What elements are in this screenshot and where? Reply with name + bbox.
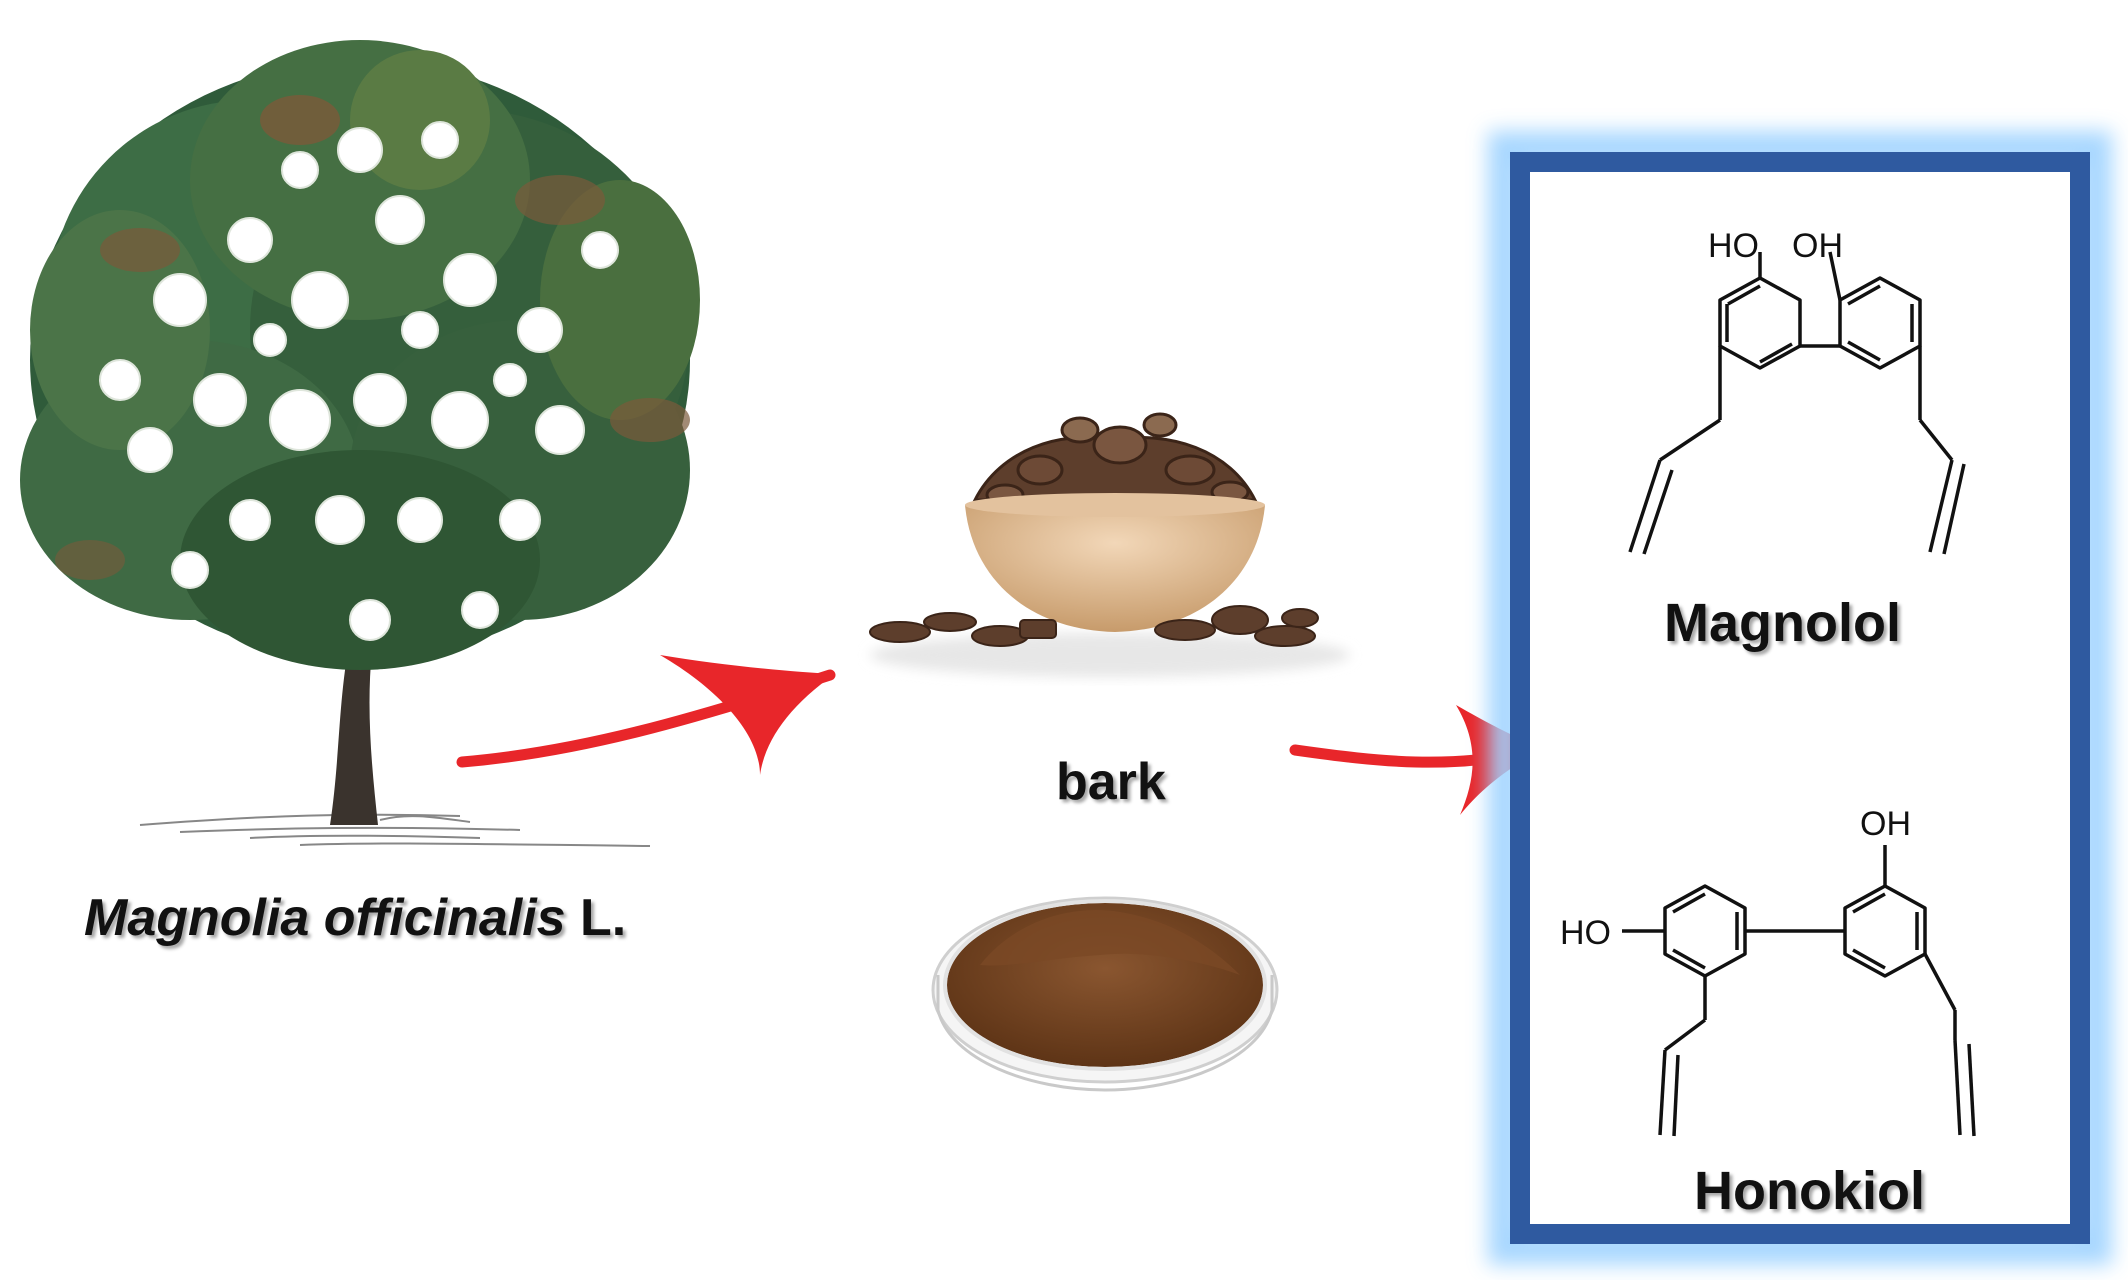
plant-authority: L. bbox=[565, 889, 627, 947]
magnolia-tree-illustration bbox=[20, 40, 700, 847]
bark-bowl-photo bbox=[869, 412, 1350, 677]
magnolol-structure bbox=[1628, 251, 1966, 555]
plant-name-label: Magnolia officinalis L. bbox=[84, 888, 626, 948]
bark-powder-dish-photo bbox=[931, 896, 1279, 1092]
honokiol-structure bbox=[1622, 845, 1976, 1137]
honokiol-oh-label: OH bbox=[1860, 805, 1911, 843]
arrow-tree-to-bark bbox=[456, 655, 836, 775]
plant-genus-species: Magnolia officinalis bbox=[84, 889, 566, 947]
magnolol-label: Magnolol bbox=[1664, 593, 1901, 653]
compound-box bbox=[1488, 131, 2112, 1265]
magnolol-oh-label: OH bbox=[1792, 227, 1843, 265]
magnolol-ho-label: HO bbox=[1708, 227, 1759, 265]
honokiol-label: Honokiol bbox=[1694, 1161, 1925, 1221]
bark-label: bark bbox=[1056, 753, 1166, 811]
honokiol-ho-label: HO bbox=[1560, 914, 1611, 952]
